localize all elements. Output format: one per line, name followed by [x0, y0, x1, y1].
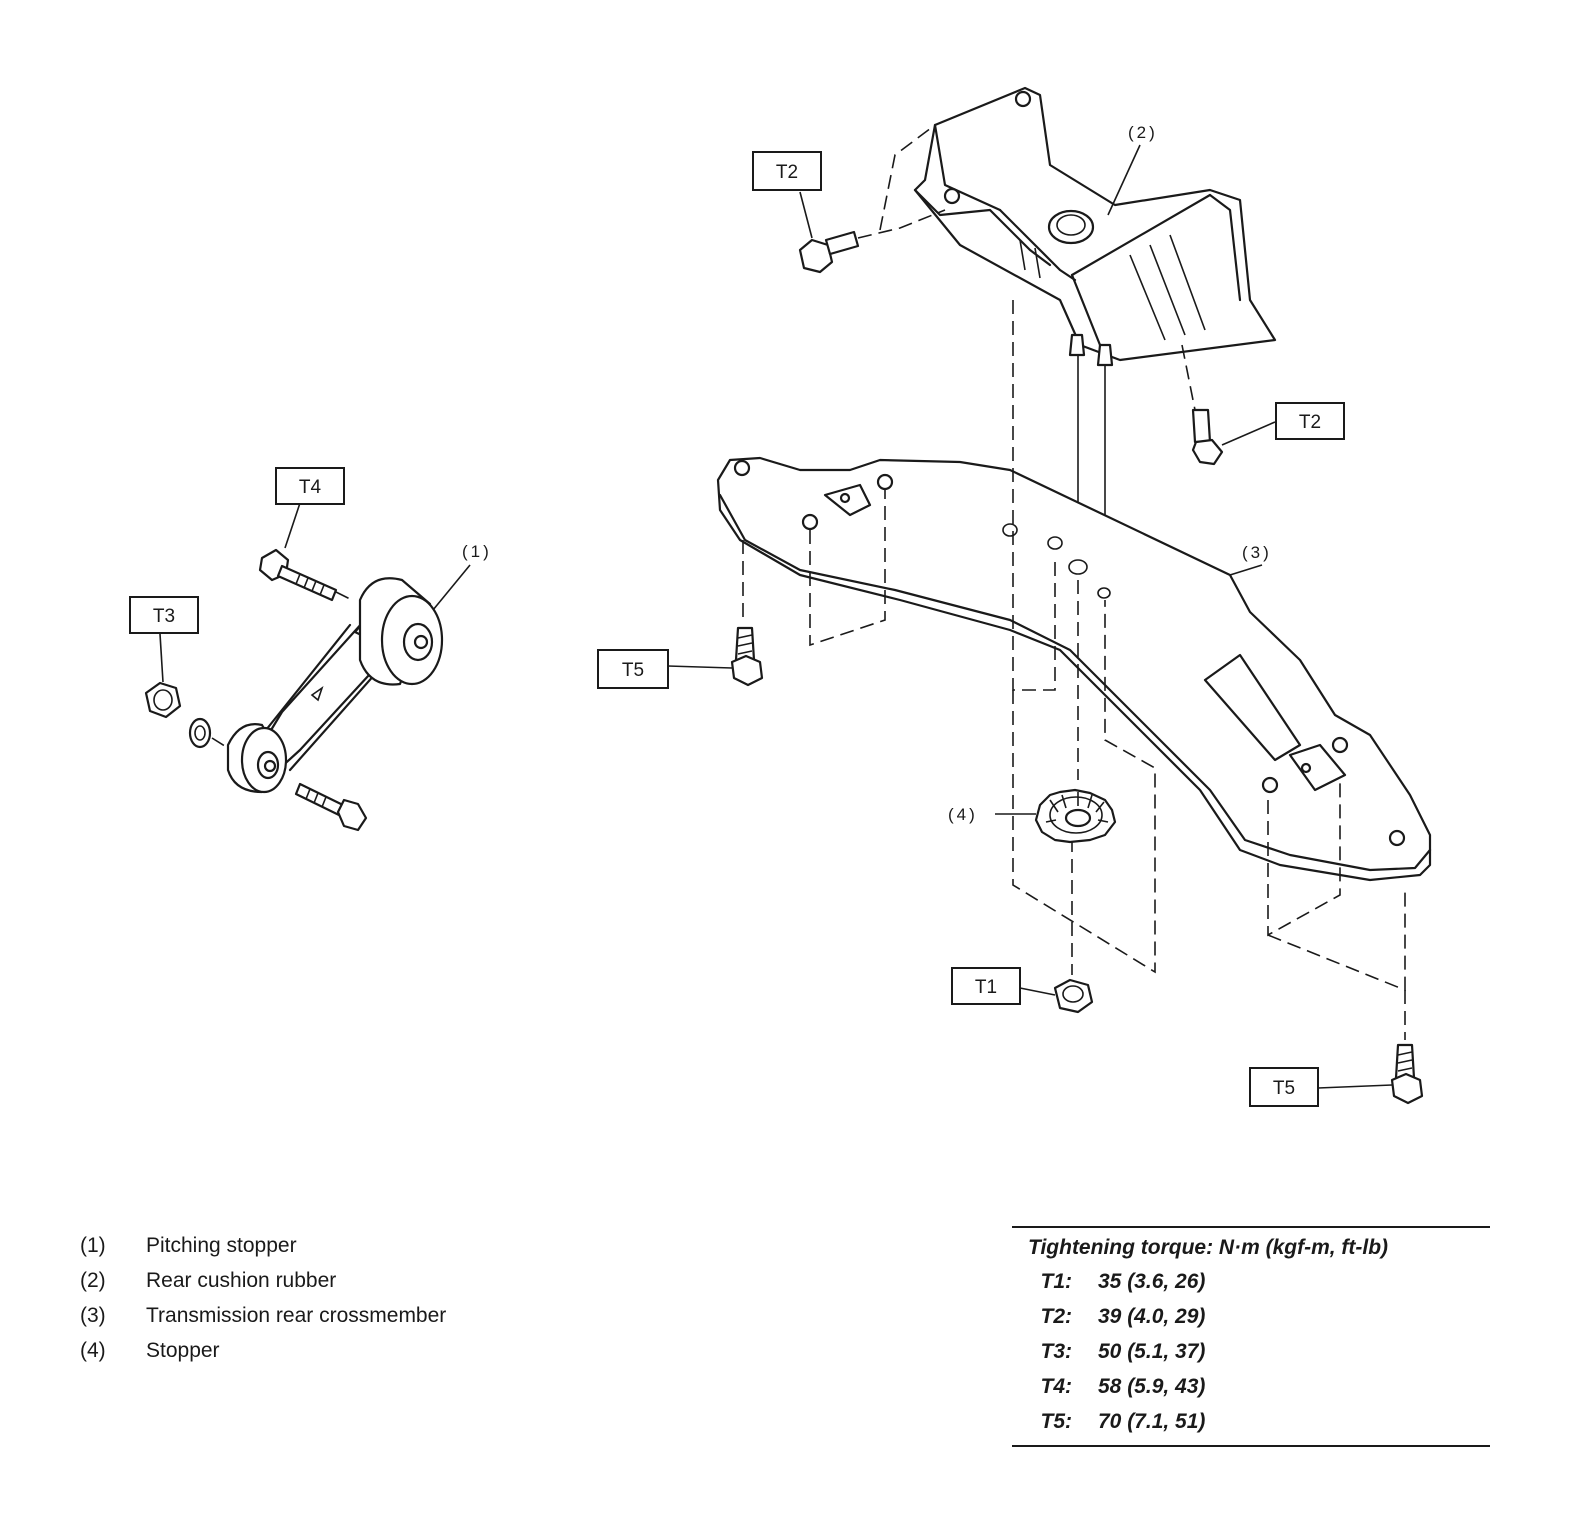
torque-value: 50 (5.1, 37) [1098, 1340, 1206, 1363]
torque-key: T3: [1040, 1340, 1073, 1363]
svg-text:T5: T5 [1273, 1078, 1295, 1099]
torque-label-t5-right: T5 [1249, 1067, 1319, 1107]
t4-bolt [258, 502, 353, 602]
torque-label-t4: T4 [275, 467, 345, 505]
svg-text:T2: T2 [776, 162, 798, 183]
torque-row: T5: 70 (7.1, 51) [1012, 1404, 1490, 1439]
svg-text:T5: T5 [622, 660, 644, 681]
t2-bolt-upper [798, 124, 946, 274]
torque-label-t1: T1 [951, 967, 1021, 1005]
pitching-stopper-lower-bolt [294, 782, 368, 832]
callout-4: (4) [948, 805, 978, 824]
torque-label-t5-left: T5 [597, 649, 669, 689]
torque-row: T2: 39 (4.0, 29) [1012, 1299, 1490, 1334]
svg-text:T3: T3 [153, 606, 175, 627]
pitching-stopper [226, 564, 471, 794]
legend-item: (1) Pitching stopper [80, 1228, 446, 1263]
torque-table-title: Tightening torque: N·m (kgf-m, ft-lb) [1028, 1236, 1389, 1259]
torque-value: 39 (4.0, 29) [1098, 1305, 1206, 1328]
svg-text:T4: T4 [299, 477, 322, 498]
t2-bolt-lower [1181, 344, 1276, 466]
legend-number: (4) [80, 1339, 106, 1362]
t5-bolt-left [667, 626, 764, 687]
bottom-rule [1012, 1445, 1490, 1447]
torque-key: T5: [1040, 1410, 1073, 1433]
svg-text:T2: T2 [1299, 412, 1321, 433]
torque-value: 58 (5.9, 43) [1098, 1375, 1206, 1398]
top-rule [1012, 1226, 1490, 1228]
legend-number: (1) [80, 1234, 106, 1257]
torque-row: T1: 35 (3.6, 26) [1012, 1264, 1490, 1299]
legend-item: (3) Transmission rear crossmember [80, 1298, 446, 1333]
legend-name: Transmission rear crossmember [146, 1304, 447, 1327]
legend-number: (3) [80, 1304, 106, 1327]
callout-2: (2) [1128, 123, 1158, 142]
legend-item: (2) Rear cushion rubber [80, 1263, 446, 1298]
dashed-guide-lines [742, 300, 1406, 1040]
torque-row: T3: 50 (5.1, 37) [1012, 1334, 1490, 1369]
torque-value: 70 (7.1, 51) [1098, 1410, 1206, 1433]
stopper [995, 788, 1117, 844]
exploded-assembly-diagram: T2 T2 T4 T3 T5 T1 T5 (1) (2) (3) (4) [129, 86, 1432, 1107]
callout-3: (3) [1242, 543, 1272, 562]
washer [188, 717, 229, 749]
torque-key: T4: [1040, 1375, 1073, 1398]
torque-key: T2: [1040, 1305, 1073, 1328]
torque-key: T1: [1040, 1270, 1073, 1293]
callout-1: (1) [462, 542, 492, 561]
parts-legend: (1) Pitching stopper (2) Rear cushion ru… [80, 1228, 446, 1368]
legend-item: (4) Stopper [80, 1333, 446, 1368]
t1-nut [1019, 978, 1094, 1014]
svg-text:T1: T1 [975, 977, 997, 998]
legend-number: (2) [80, 1269, 106, 1292]
torque-label-t2-lower: T2 [1275, 402, 1345, 440]
t3-nut [144, 633, 182, 719]
torque-value: 35 (3.6, 26) [1098, 1270, 1206, 1293]
t5-bolt-right [1317, 1043, 1424, 1105]
legend-name: Rear cushion rubber [146, 1269, 337, 1292]
torque-table: Tightening torque: N·m (kgf-m, ft-lb) T1… [1012, 1226, 1490, 1447]
legend-name: Pitching stopper [146, 1234, 297, 1257]
transmission-rear-crossmember [716, 456, 1432, 882]
legend-name: Stopper [146, 1339, 220, 1362]
torque-label-t2-upper: T2 [752, 151, 822, 191]
rear-cushion-rubber [913, 86, 1277, 530]
torque-row: T4: 58 (5.9, 43) [1012, 1369, 1490, 1404]
torque-label-t3: T3 [129, 596, 199, 634]
